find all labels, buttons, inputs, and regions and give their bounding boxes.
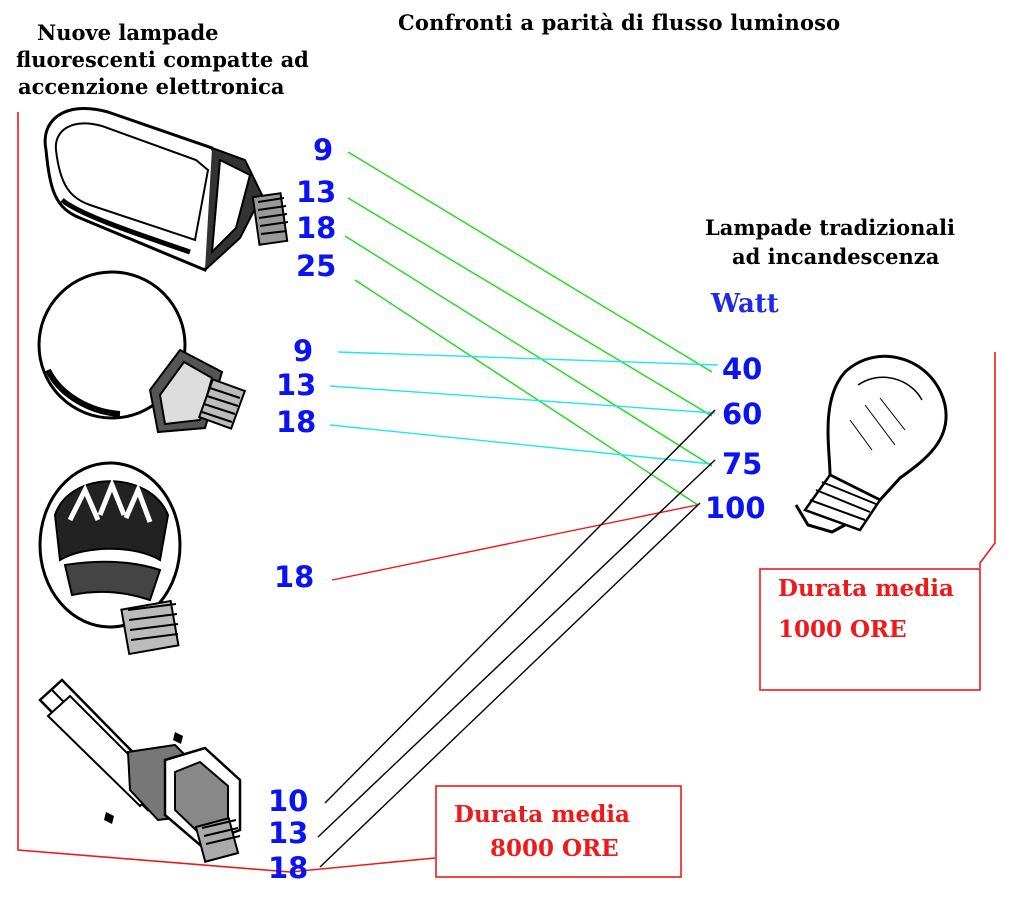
fluorescent-watt-label: 9 xyxy=(293,335,313,367)
incandescent-watt-label: 75 xyxy=(722,448,762,480)
tubular-cfl-lamp xyxy=(45,108,288,270)
fluorescent-watt-label: 13 xyxy=(268,817,308,849)
fluorescent-watt-label: 9 xyxy=(313,134,333,166)
fluorescent-watt-label: 10 xyxy=(268,785,308,817)
spiral-globe-lamp xyxy=(40,463,180,654)
unit-label: Watt xyxy=(711,289,779,319)
right-bracket-line xyxy=(980,352,995,568)
fluorescent-duration-hours: 8000 ORE xyxy=(490,832,619,865)
incandescent-bulb xyxy=(796,356,946,532)
equivalence-line xyxy=(325,410,715,803)
left-header-line-1: Nuove lampade xyxy=(37,19,218,46)
incandescent-duration-hours: 1000 ORE xyxy=(778,613,907,646)
incandescent-duration-label: Durata media xyxy=(778,572,954,605)
fluorescent-watt-label: 13 xyxy=(296,176,336,208)
incandescent-watt-label: 60 xyxy=(722,398,762,430)
right-header-line-2: ad incandescenza xyxy=(732,243,939,270)
right-header-line-1: Lampade tradizionali xyxy=(705,214,955,241)
equivalence-lines xyxy=(318,152,718,867)
globe-cfl-lamp xyxy=(39,272,245,432)
left-header-line-3: accenzione elettronica xyxy=(18,73,284,100)
equivalence-line xyxy=(348,198,712,416)
fluorescent-duration-label: Durata media xyxy=(454,798,630,831)
fluorescent-watt-label: 13 xyxy=(276,369,316,401)
page-title: Confronti a parità di flusso luminoso xyxy=(398,10,840,35)
fluorescent-watt-label: 18 xyxy=(268,852,308,884)
equivalence-line xyxy=(338,352,718,365)
fluorescent-watt-label: 18 xyxy=(274,561,314,593)
stick-cfl-lamp xyxy=(40,680,240,862)
equivalence-line xyxy=(348,152,712,372)
fluorescent-watt-label: 18 xyxy=(296,212,336,244)
incandescent-watt-label: 40 xyxy=(722,353,762,385)
left-header-line-2: fluorescenti compatte ad xyxy=(16,46,309,73)
equivalence-line xyxy=(318,460,715,837)
incandescent-watt-label: 100 xyxy=(705,492,766,524)
fluorescent-watt-label: 25 xyxy=(296,250,336,282)
equivalence-line xyxy=(332,505,697,580)
equivalence-line xyxy=(355,280,698,505)
fluorescent-watt-label: 18 xyxy=(276,406,316,438)
